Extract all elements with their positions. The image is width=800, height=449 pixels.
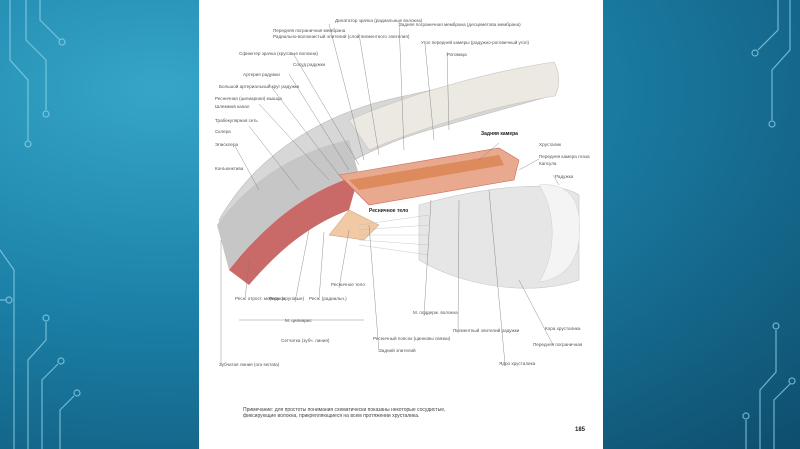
label-left1: Большой артериальный круг радужки <box>219 83 300 89</box>
label-right4: Радужка <box>555 174 574 179</box>
label-center1: Задняя камера <box>481 131 518 137</box>
label-b4: Ресничное тело <box>331 282 365 287</box>
label-b1: Ресн. отрост. меридион. <box>235 296 286 301</box>
label-center2: Ресничное тело <box>369 208 408 214</box>
lens-cut-face <box>538 184 580 283</box>
page-number: 185 <box>575 427 586 433</box>
label-top4: Задняя пограничная мембрана (десцеметова… <box>399 22 521 27</box>
label-bottom-left: Зубчатая линия (ora serrata) <box>219 362 280 367</box>
iris-sphincter <box>349 155 504 190</box>
outer-wall <box>217 140 359 270</box>
label-b5: М. цилиарис <box>285 318 312 323</box>
label-b13: Задний эпителий <box>379 347 416 353</box>
label-left2: Ресничная (цилиарная) мышца <box>215 96 282 101</box>
label-right1: Хрусталик <box>539 142 562 147</box>
label-b8: М. поддерж. волокна <box>413 310 458 315</box>
ciliary-muscle <box>229 175 359 285</box>
label-b11: Кора хрусталика <box>545 326 581 331</box>
label-right2: Передняя камера глаза <box>539 154 590 159</box>
label-b7: Ресничный поясок (цинновы связки) <box>373 335 451 341</box>
figure-panel: Дилататор зрачка (радиальные волокна) Пе… <box>199 0 603 449</box>
label-b9: Пигментный эпителий радужки <box>453 327 520 333</box>
label-top9: Роговица <box>447 52 467 57</box>
label-left6: Эписклера <box>215 142 239 147</box>
label-left4: Трабекулярная сеть <box>215 118 258 123</box>
label-top1: Дилататор зрачка (радиальные волокна) <box>335 18 423 23</box>
label-top3: Радиально-волокнистый эпителий (слой пиг… <box>273 33 410 39</box>
label-left5: Склера <box>215 129 231 134</box>
label-b12: Передняя пограничная <box>533 342 583 347</box>
label-left3: Шлеммов канал <box>215 104 250 109</box>
label-top5: Угол передней камеры (радужно-роговичный… <box>421 39 530 45</box>
label-left7: Конъюнктива <box>215 166 244 171</box>
figure-caption: Примечание: для простоты понимания схема… <box>243 407 446 419</box>
label-top7: Сосуд радужки <box>293 62 325 67</box>
cornea-shape <box>348 61 559 151</box>
label-top6: Сфинктер зрачка (круговые волокна) <box>239 51 318 56</box>
label-top2: Передняя пограничная мембрана <box>273 28 346 33</box>
label-right3: Капсула <box>539 161 557 166</box>
label-b2: Ресн. (круговые) <box>269 296 305 301</box>
leader-lines <box>220 21 560 365</box>
label-top8: Артерия радужки <box>243 72 280 77</box>
eye-anatomy-illustration: Дилататор зрачка (радиальные волокна) Пе… <box>215 18 590 367</box>
label-b10: Ядро хрусталика <box>499 361 536 366</box>
label-b3: Ресн. (радиальн.) <box>309 296 347 301</box>
label-b6: Сетчатка (зубч. линия) <box>281 338 330 343</box>
ciliary-process <box>328 209 380 241</box>
